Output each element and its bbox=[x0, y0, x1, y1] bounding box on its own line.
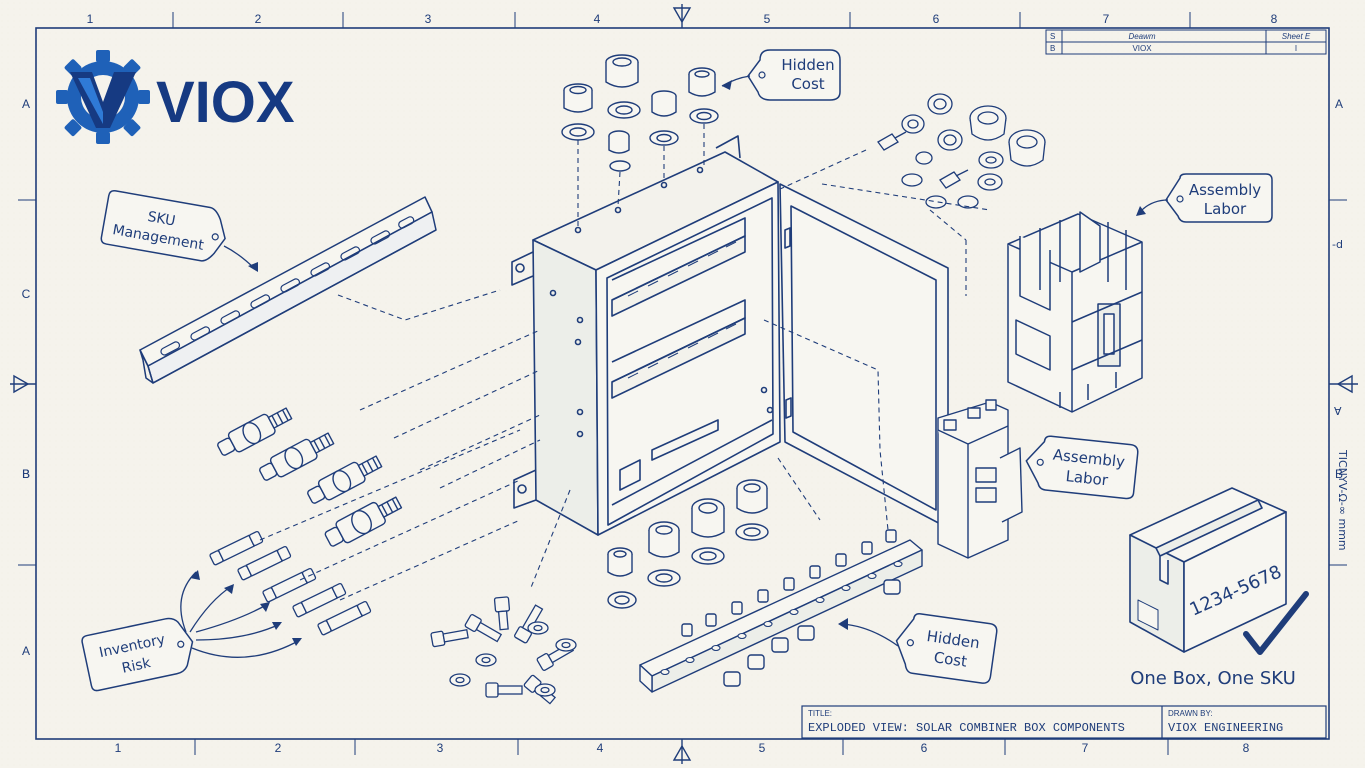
package-box bbox=[1129, 487, 1287, 653]
hardware-cluster-top-right bbox=[877, 93, 1046, 209]
fuse-holders bbox=[217, 407, 403, 547]
col-ref-bottom: 1 bbox=[115, 741, 122, 755]
title-block bbox=[801, 705, 1327, 739]
col-ref-bottom: 2 bbox=[275, 741, 282, 755]
cable-glands-bottom bbox=[607, 479, 769, 609]
col-ref-bottom: 3 bbox=[437, 741, 444, 755]
col-ref-bottom: 4 bbox=[597, 741, 604, 755]
revision-row-letter: S bbox=[1050, 32, 1055, 41]
row-ref-left: B bbox=[22, 467, 30, 481]
right-margin-notes: -d Ɐ TICNYV-Ω-∞ mmm bbox=[1332, 238, 1349, 551]
callout-text-line2: Labor bbox=[1204, 200, 1247, 218]
col-ref-bottom: 7 bbox=[1082, 741, 1089, 755]
cable-glands-top bbox=[561, 54, 719, 172]
combiner-enclosure bbox=[511, 135, 949, 536]
checkmark-icon bbox=[1243, 591, 1309, 655]
col-ref-bottom: 5 bbox=[759, 741, 766, 755]
col-ref-bottom: 6 bbox=[921, 741, 928, 755]
revision-row-letter: B bbox=[1050, 44, 1055, 53]
callout-text-line2: Cost bbox=[933, 648, 969, 670]
col-ref-top: 1 bbox=[87, 12, 94, 26]
col-ref-bottom: 8 bbox=[1243, 741, 1250, 755]
callout-hidden-cost-top: Hidden Cost bbox=[721, 49, 841, 101]
row-ref-right: A bbox=[1335, 97, 1343, 111]
callout-assembly-labor-top: Assembly Labor bbox=[1136, 173, 1273, 223]
col-ref-top: 4 bbox=[594, 12, 601, 26]
row-ref-left: C bbox=[22, 287, 31, 301]
drawn-by-label: DRAWN BY: bbox=[1168, 709, 1213, 718]
drawing-title: EXPLODED VIEW: SOLAR COMBINER BOX COMPON… bbox=[808, 721, 1125, 735]
callout-assembly-labor-mid: Assembly Labor bbox=[1025, 435, 1139, 500]
callout-text-line2: Labor bbox=[1065, 467, 1110, 489]
margin-note: TICNYV-Ω-∞ mmm bbox=[1336, 449, 1349, 551]
col-ref-top: 7 bbox=[1103, 12, 1110, 26]
grid-reference-labels: 1 2 3 4 5 6 7 8 1 2 3 4 5 6 7 8 A B C B … bbox=[22, 12, 1343, 755]
col-ref-top: 6 bbox=[933, 12, 940, 26]
drawn-by-value: VIOX ENGINEERING bbox=[1168, 721, 1283, 735]
title-label: TITLE: bbox=[808, 709, 832, 718]
brand-wordmark: VIOX bbox=[156, 70, 295, 135]
callout-text-line1: Hidden bbox=[781, 56, 834, 74]
callout-text-line2: Cost bbox=[791, 75, 824, 93]
revision-company: VIOX bbox=[1132, 44, 1152, 53]
margin-note: -d bbox=[1332, 238, 1343, 251]
margin-note: Ɐ bbox=[1334, 405, 1342, 418]
surge-protection-device bbox=[937, 399, 1023, 559]
row-ref-right: B bbox=[1335, 467, 1343, 481]
callout-text-line2: Risk bbox=[120, 655, 153, 677]
leader-lines-bottom-right bbox=[763, 319, 889, 531]
callout-text-line1: SKU bbox=[146, 209, 176, 230]
cartridge-fuses bbox=[209, 530, 372, 636]
circuit-breaker bbox=[1007, 211, 1143, 413]
leader-lines-top-right bbox=[777, 149, 991, 296]
drawing-frame bbox=[10, 4, 1358, 764]
col-ref-top: 3 bbox=[425, 12, 432, 26]
revision-sheet-number: I bbox=[1295, 44, 1297, 53]
callout-text-line1: Assembly bbox=[1189, 181, 1261, 199]
col-ref-top: 8 bbox=[1271, 12, 1278, 26]
row-ref-left: A bbox=[22, 97, 30, 111]
package-caption: One Box, One SKU bbox=[1130, 668, 1296, 689]
revision-block bbox=[1045, 29, 1327, 55]
din-rail bbox=[139, 196, 437, 384]
row-ref-left: A bbox=[22, 644, 30, 658]
leader-lines-left bbox=[259, 289, 571, 601]
col-ref-top: 2 bbox=[255, 12, 262, 26]
callout-inventory-risk: Inventory Risk bbox=[81, 570, 302, 692]
screws-washers bbox=[430, 596, 577, 705]
gear-icon bbox=[56, 50, 150, 144]
callout-hidden-cost-bottom: Hidden Cost bbox=[838, 612, 998, 684]
revision-drawn-label: Deawm bbox=[1128, 32, 1155, 41]
leader-lines-top bbox=[577, 124, 705, 226]
col-ref-top: 5 bbox=[764, 12, 771, 26]
terminal-bus-bar bbox=[639, 529, 923, 693]
revision-sheet-label: Sheet E bbox=[1282, 32, 1311, 41]
viox-logo: VIOX bbox=[56, 50, 295, 144]
row-ref-left: B bbox=[22, 467, 30, 481]
